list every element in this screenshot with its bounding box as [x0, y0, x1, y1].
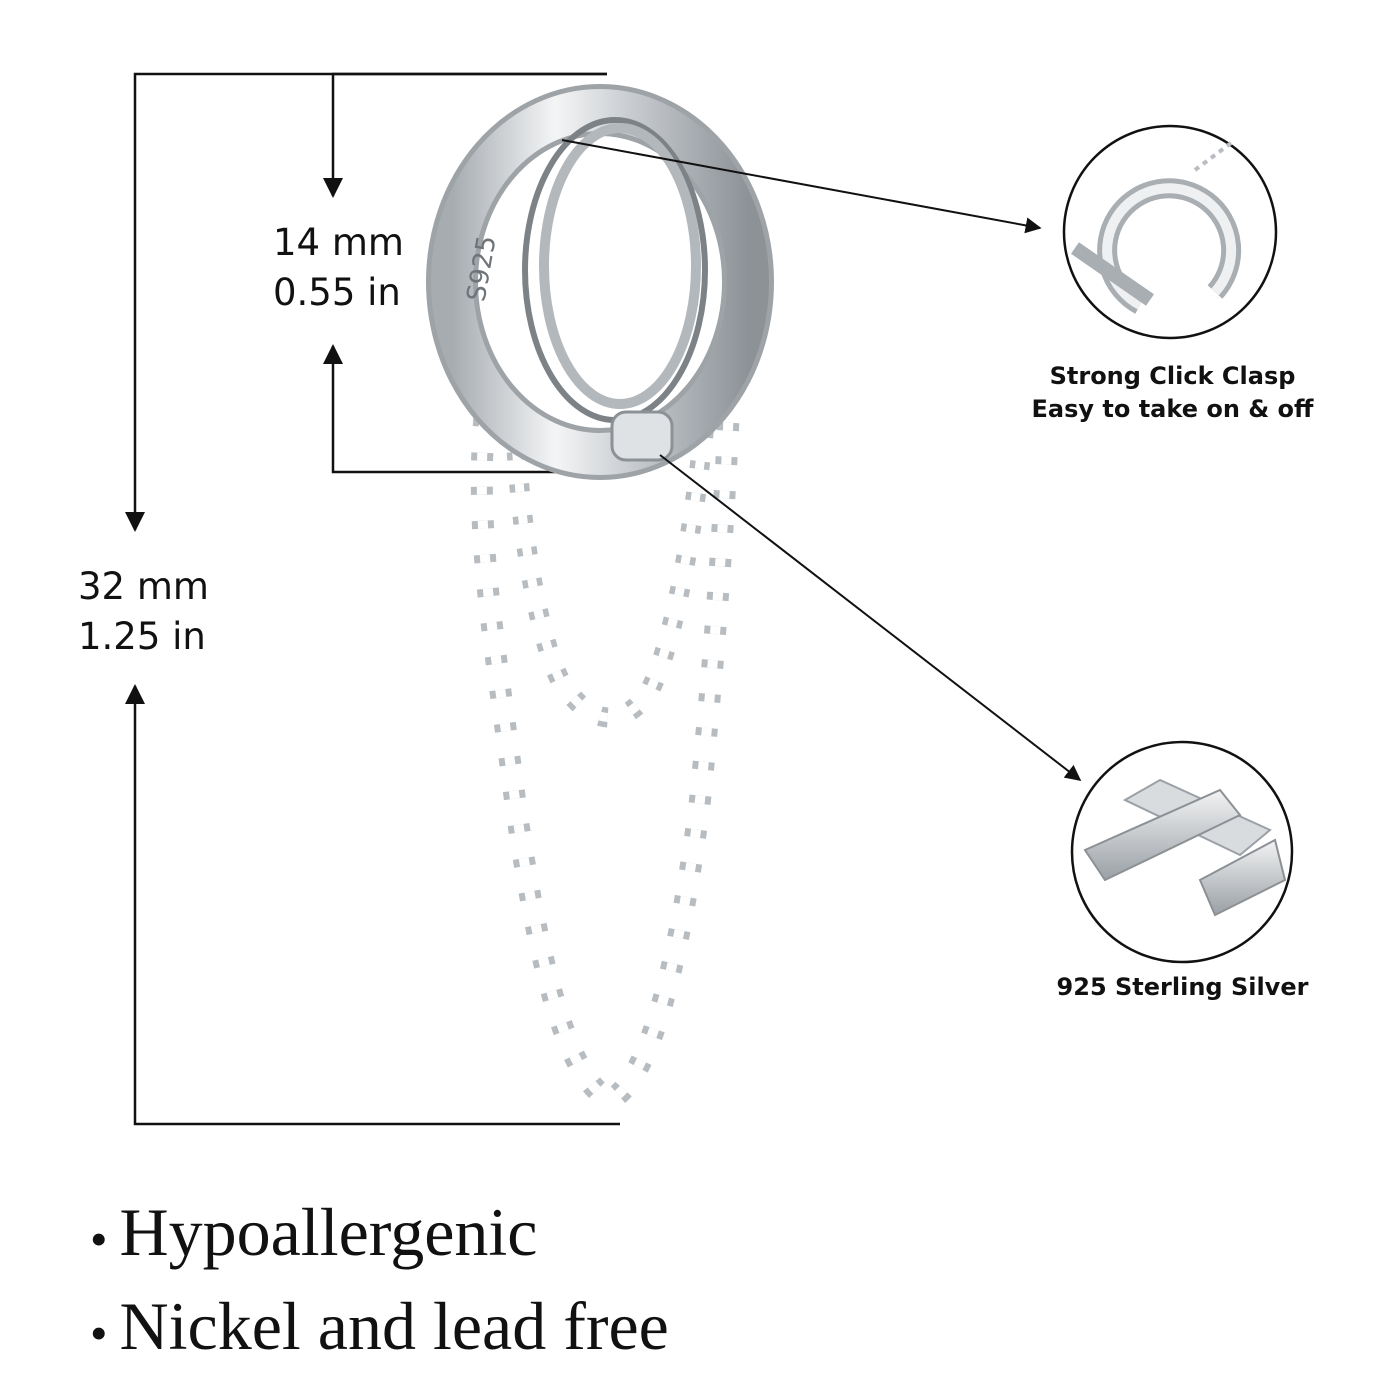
hoop-dimension-bracket: [323, 72, 610, 474]
height-mm-label: 32 mm: [78, 565, 209, 608]
silver-caption-line1: 925 Sterling Silver: [1056, 973, 1309, 1001]
hoop-in-label: 0.55 in: [273, 271, 401, 314]
clasp-caption-line1: Strong Click Clasp: [1049, 362, 1296, 390]
bullet-icon: •: [90, 1211, 108, 1268]
clasp-detail-icon: [1062, 124, 1278, 340]
height-dimension-text: 32 mm 1.25 in: [78, 562, 209, 662]
clasp-caption-line2: Easy to take on & off: [1031, 395, 1314, 423]
hoop-earring-icon: [426, 84, 774, 480]
feature-hypoallergenic: •Hypoallergenic: [90, 1190, 537, 1281]
silver-bars-icon: [1070, 740, 1294, 964]
callout-leader-lines: [561, 139, 1082, 781]
hoop-mm-label: 14 mm: [273, 221, 404, 264]
height-in-label: 1.25 in: [78, 615, 206, 658]
feature-nickel-lead-free: •Nickel and lead free: [90, 1284, 669, 1375]
clasp-caption: Strong Click Clasp Easy to take on & off: [1020, 360, 1325, 426]
chain-icon: [470, 383, 741, 1113]
hoop-dimension-text: 14 mm 0.55 in: [273, 218, 404, 318]
feature-text: Nickel and lead free: [119, 1288, 669, 1364]
silver-caption: 925 Sterling Silver: [1030, 971, 1335, 1004]
bullet-icon: •: [90, 1305, 108, 1362]
feature-text: Hypoallergenic: [119, 1194, 538, 1270]
